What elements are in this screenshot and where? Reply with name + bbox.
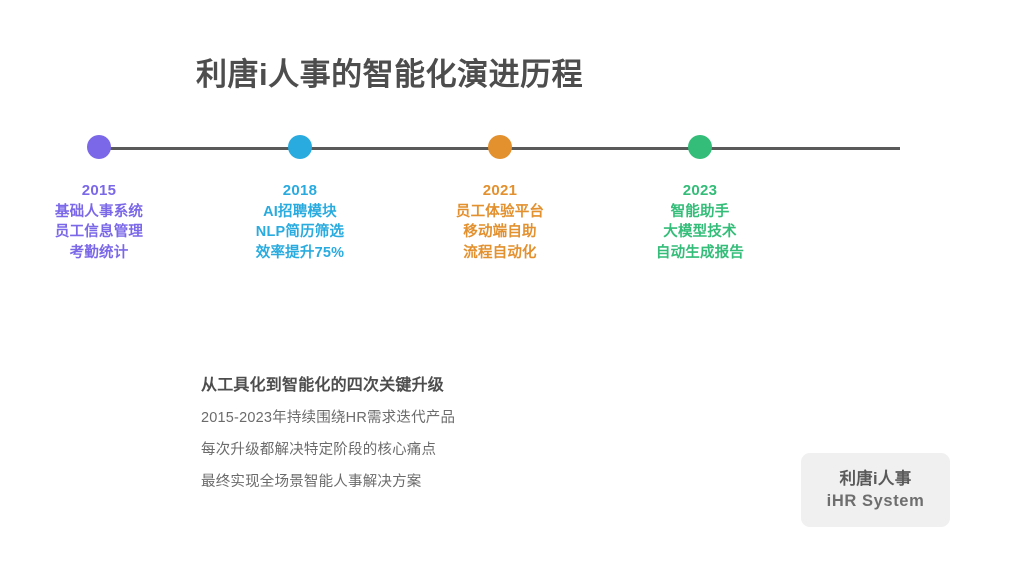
brand-badge: 利唐i人事 iHR System — [801, 453, 950, 527]
summary-heading: 从工具化到智能化的四次关键升级 — [201, 377, 445, 394]
timeline-node-labels: 2021 员工体验平台 移动端自助 流程自动化 — [420, 181, 580, 263]
timeline-node-line-2: NLP简历筛选 — [255, 224, 345, 240]
timeline-node-line-2: 员工信息管理 — [54, 224, 144, 240]
timeline-node-year: 2021 — [482, 182, 518, 199]
timeline-node-line-3: 考勤统计 — [69, 244, 129, 261]
summary-line-1: 2015-2023年持续围绕HR需求迭代产品 — [201, 410, 456, 426]
summary-line-2: 每次升级都解决特定阶段的核心痛点 — [201, 442, 437, 458]
timeline-node-year: 2015 — [81, 182, 117, 199]
timeline-node-line-3: 自动生成报告 — [655, 244, 745, 261]
timeline-node-2023[interactable]: 2023 智能助手 大模型技术 自动生成报告 — [620, 135, 780, 263]
timeline-node-2015[interactable]: 2015 基础人事系统 员工信息管理 考勤统计 — [19, 135, 179, 263]
timeline-node-line-1: AI招聘模块 — [263, 203, 337, 220]
timeline-node-line-1: 基础人事系统 — [54, 203, 144, 220]
timeline-node-2018[interactable]: 2018 AI招聘模块 NLP简历筛选 效率提升75% — [220, 135, 380, 263]
timeline-node-labels: 2023 智能助手 大模型技术 自动生成报告 — [620, 181, 780, 263]
summary-block: 从工具化到智能化的四次关键升级 2015-2023年持续围绕HR需求迭代产品 每… — [201, 371, 631, 491]
timeline-node-2021[interactable]: 2021 员工体验平台 移动端自助 流程自动化 — [420, 135, 580, 263]
timeline-node-year: 2023 — [682, 182, 718, 199]
timeline-dot-icon — [688, 135, 712, 159]
summary-line-3: 最终实现全场景智能人事解决方案 — [201, 474, 422, 490]
timeline-node-line-3: 效率提升75% — [255, 244, 345, 261]
timeline-node-line-1: 智能助手 — [670, 203, 730, 220]
timeline-node-year: 2018 — [282, 182, 318, 199]
timeline-node-line-2: 大模型技术 — [663, 224, 737, 240]
timeline-node-labels: 2015 基础人事系统 员工信息管理 考勤统计 — [19, 181, 179, 263]
brand-name-en: iHR System — [826, 492, 925, 510]
timeline-node-line-3: 流程自动化 — [463, 244, 537, 261]
timeline-node-line-2: 移动端自助 — [463, 224, 537, 240]
page-title: 利唐i人事的智能化演进历程 — [196, 57, 584, 92]
timeline-node-line-1: 员工体验平台 — [455, 203, 545, 220]
timeline-dot-icon — [488, 135, 512, 159]
timeline-dot-icon — [87, 135, 111, 159]
timeline-node-labels: 2018 AI招聘模块 NLP简历筛选 效率提升75% — [220, 181, 380, 263]
brand-name-cn: 利唐i人事 — [839, 470, 912, 488]
timeline-dot-icon — [288, 135, 312, 159]
